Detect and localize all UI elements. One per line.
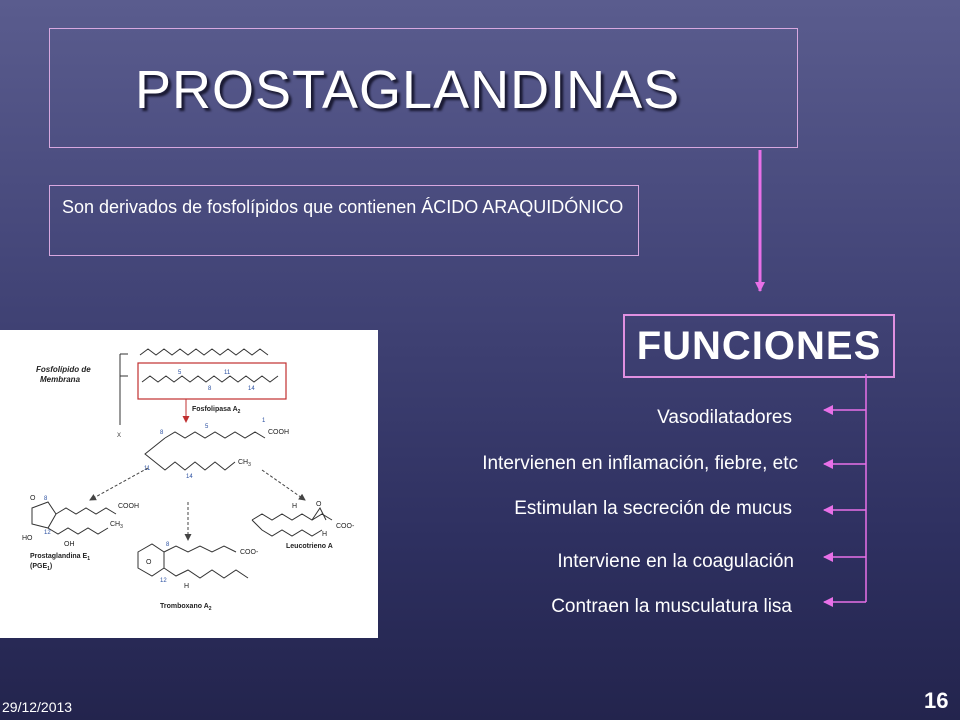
function-item-vasodilatadores: Vasodilatadores: [657, 407, 792, 428]
label-membrana: Membrana: [40, 375, 81, 384]
function-item-mucus: Estimulan la secreción de mucus: [514, 498, 792, 519]
glycerol-backbone: [119, 353, 128, 425]
tromboxano-chain-top: [163, 545, 237, 553]
label-lt-h2: H: [322, 531, 327, 538]
tromboxano-chain-bottom: [163, 567, 249, 579]
label-tx-n12: 12: [160, 578, 167, 584]
label-tx-coo: COO-: [240, 549, 259, 556]
label-tx-n8: 8: [166, 542, 170, 548]
fatty-acid-chain-1: [139, 348, 269, 356]
label-lt-h1: H: [292, 503, 297, 510]
label-pge-oh: OH: [64, 541, 75, 548]
function-item-coagulacion: Interviene en la coagulación: [557, 551, 794, 572]
label-prostaglandina: Prostaglandina E1: [30, 553, 90, 562]
label-lt-coo: COO-: [336, 523, 355, 530]
description-box: Son derivados de fosfolípidos que contie…: [49, 185, 639, 256]
arrow-to-leucotrieno: [261, 469, 306, 501]
leucotrieno-chain-top: [251, 513, 333, 521]
label-n11-top: 11: [224, 370, 231, 376]
label-ch3: CH3: [238, 459, 251, 468]
label-n5: 5: [205, 424, 209, 430]
label-n5-top: 5: [178, 370, 182, 376]
label-n8: 8: [160, 430, 164, 436]
label-tromboxano: Tromboxano A2: [160, 603, 212, 612]
label-tx-o: O: [146, 559, 152, 566]
label-pge-cooh: COOH: [118, 503, 139, 510]
functions-heading: FUNCIONES: [623, 314, 895, 378]
arachidonic-acid-top: [164, 431, 266, 439]
leucotrieno-chain-bottom: [251, 519, 323, 537]
fatty-acid-chain-2: [141, 375, 279, 383]
label-n11: 11: [144, 466, 151, 472]
label-fosfolipasa: Fosfolipasa A2: [192, 406, 241, 415]
label-pge: (PGE1): [30, 563, 52, 572]
label-leucotrieno: Leucotrieno A: [286, 543, 333, 550]
label-pge-n12: 12: [44, 530, 51, 536]
label-pge-ho: HO: [22, 535, 33, 542]
slide-date: 29/12/2013: [2, 699, 73, 715]
label-n14-top: 14: [248, 386, 255, 392]
label-n1: 1: [262, 418, 266, 424]
prostaglandin-synthesis-diagram: Fosfolípido de Membrana X 5 8 11 14 Fosf…: [0, 330, 378, 638]
slide-title: PROSTAGLANDINAS: [135, 60, 681, 120]
leucotrieno-epoxide: [311, 507, 327, 521]
label-cooh: COOH: [268, 429, 289, 436]
pge1-ring: [31, 501, 57, 529]
title-box: PROSTAGLANDINAS: [49, 28, 798, 148]
label-fosfolipido: Fosfolípido de: [36, 365, 91, 374]
label-pge-n8: 8: [44, 496, 48, 502]
label-x: X: [117, 433, 121, 439]
page-number: 16: [924, 688, 949, 713]
label-tx-h: H: [184, 583, 189, 590]
arachidonic-highlight-box: [137, 362, 287, 400]
arachidonic-acid-loop: [144, 437, 236, 471]
pge1-chain-bottom: [47, 527, 109, 535]
label-lt-o: O: [316, 501, 322, 508]
label-pge-o: O: [30, 495, 36, 502]
pge1-chain-top: [55, 507, 117, 515]
label-pge-ch3: CH3: [110, 521, 123, 530]
function-item-musculatura: Contraen la musculatura lisa: [551, 596, 792, 617]
function-item-inflamacion: Intervienen en inflamación, fiebre, etc: [482, 453, 798, 474]
label-n14: 14: [186, 474, 193, 480]
label-n8-top: 8: [208, 386, 212, 392]
arrow-to-pge1: [89, 467, 149, 501]
